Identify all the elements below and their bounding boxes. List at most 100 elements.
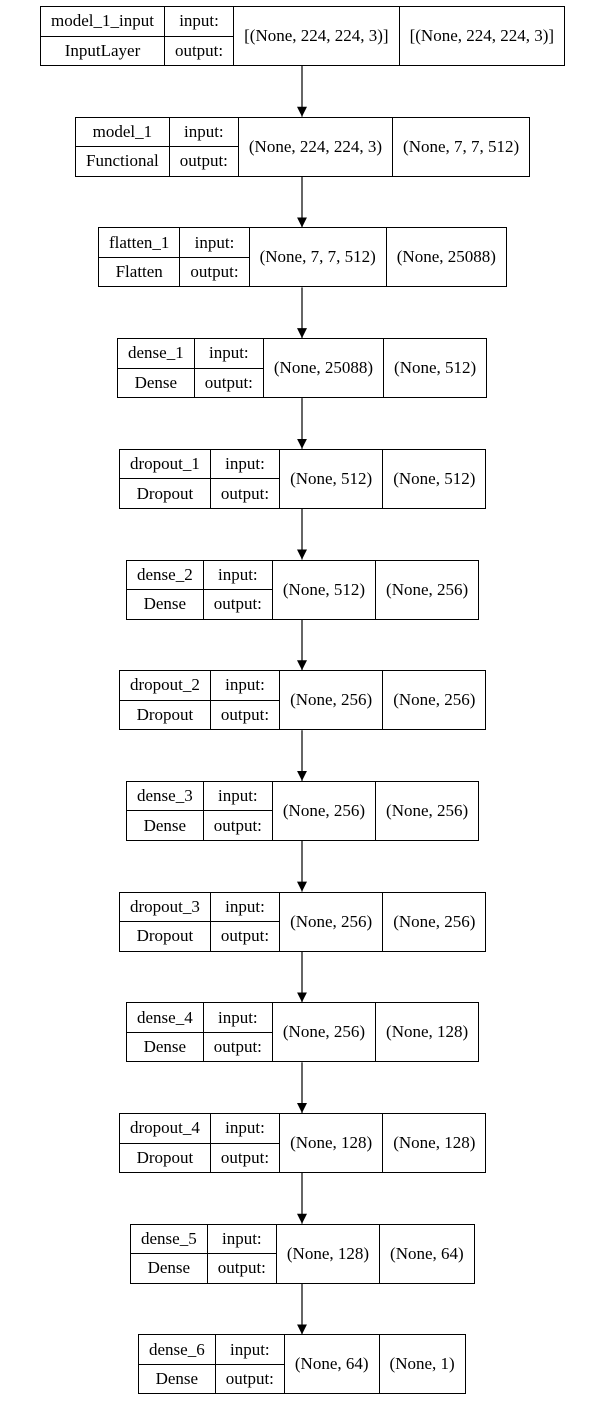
output-shape: (None, 256) xyxy=(386,800,469,820)
input-label: input: xyxy=(203,561,272,590)
layer-name: dense_2 xyxy=(127,561,203,590)
layer-type: Dropout xyxy=(136,926,194,946)
input-label: input: xyxy=(164,7,234,37)
io-label-cell: input: output: xyxy=(210,671,281,730)
io-label-cell: input: output: xyxy=(180,228,250,287)
output-shape: (None, 25088) xyxy=(396,247,496,267)
output-shape: (None, 512) xyxy=(394,358,477,378)
output-shape: (None, 256) xyxy=(393,690,476,710)
layer-type: Dense xyxy=(143,815,187,835)
layer-name: dense_1 xyxy=(118,339,194,369)
input-label: input: xyxy=(203,782,272,812)
output-label: output: xyxy=(225,1369,274,1389)
output-label: output: xyxy=(217,1258,266,1278)
io-label-cell: input: output: xyxy=(210,449,281,508)
output-shape: (None, 128) xyxy=(393,1133,476,1152)
io-label-cell: input: output: xyxy=(203,560,273,619)
output-label: output: xyxy=(204,372,253,392)
input-label: input: xyxy=(215,1335,284,1365)
input-label: input: xyxy=(169,118,238,148)
layer-type: Dense xyxy=(147,1258,191,1278)
output-label: output: xyxy=(190,262,239,282)
output-label: output: xyxy=(220,483,270,503)
layer-name: model_1_input xyxy=(41,7,164,37)
layer-name: flatten_1 xyxy=(99,228,180,258)
output-shape: (None, 256) xyxy=(386,579,469,599)
input-shape: (None, 256) xyxy=(280,671,384,730)
output-label: output: xyxy=(220,704,270,724)
layer-name: dropout_4 xyxy=(120,1114,210,1144)
input-shape: (None, 512) xyxy=(280,449,384,508)
input-shape: (None, 128) xyxy=(277,1224,381,1283)
output-shape: (None, 64) xyxy=(390,1243,464,1263)
output-label: output: xyxy=(213,594,262,614)
output-shape: [(None, 224, 224, 3)] xyxy=(409,26,555,45)
input-label: input: xyxy=(180,228,249,258)
input-label: input: xyxy=(210,893,280,923)
layer-name: dense_5 xyxy=(131,1225,207,1255)
layer-name: dense_6 xyxy=(139,1335,215,1365)
layer-type: Flatten xyxy=(115,262,163,282)
layer-type: Dense xyxy=(155,1369,199,1389)
layer-type: Dropout xyxy=(136,483,194,503)
layer-type: Dropout xyxy=(136,704,194,724)
layer-type: InputLayer xyxy=(64,40,141,60)
layer-name: dense_3 xyxy=(127,782,203,812)
output-label: output: xyxy=(174,40,224,60)
io-label-cell: input: output: xyxy=(215,1335,285,1394)
layer-type: Functional xyxy=(86,151,159,171)
io-label-cell: input: output: xyxy=(203,781,273,840)
input-shape: (None, 128) xyxy=(280,1114,384,1172)
input-label: input: xyxy=(194,339,263,369)
input-shape: (None, 256) xyxy=(280,892,384,951)
layer-type: Dropout xyxy=(136,1147,194,1167)
input-label: input: xyxy=(203,1003,272,1033)
input-label: input: xyxy=(210,450,280,480)
output-shape: (None, 512) xyxy=(393,468,476,488)
input-shape: (None, 256) xyxy=(273,1003,377,1062)
output-shape: (None, 128) xyxy=(386,1022,469,1042)
input-label: input: xyxy=(207,1225,276,1255)
io-label-cell: input: output: xyxy=(194,339,264,398)
input-shape: (None, 512) xyxy=(273,560,377,619)
output-shape: (None, 7, 7, 512) xyxy=(403,136,520,156)
output-label: output: xyxy=(213,1037,262,1057)
layer-name: model_1 xyxy=(76,118,169,148)
output-shape: (None, 1) xyxy=(389,1354,455,1374)
input-label: input: xyxy=(210,671,280,701)
input-shape: (None, 25088) xyxy=(264,339,385,398)
layer-name: dropout_3 xyxy=(120,893,210,923)
io-label-cell: input: output: xyxy=(207,1224,277,1283)
output-label: output: xyxy=(213,815,262,835)
io-label-cell: input:output: xyxy=(169,117,239,176)
layer-name: dropout_2 xyxy=(120,671,210,701)
output-shape: (None, 256) xyxy=(393,911,476,931)
input-shape: (None, 224, 224, 3) xyxy=(239,117,394,176)
